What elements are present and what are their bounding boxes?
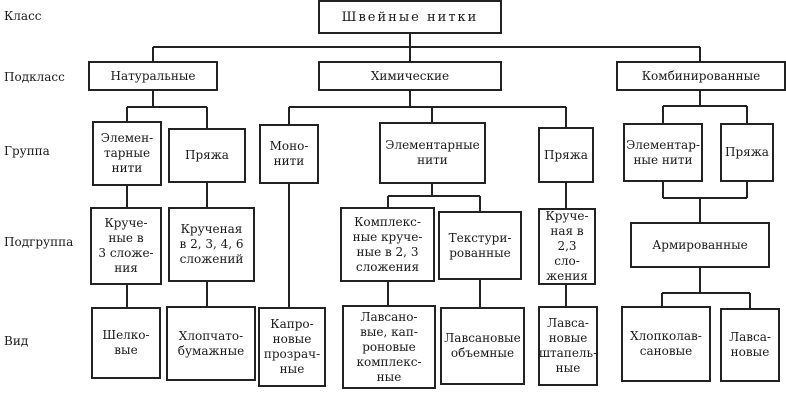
kind-kapron-label: Капро- новые прозрач- ные — [263, 317, 321, 376]
kind-lavsan: Лавса- новые — [720, 308, 780, 382]
subgroup-twisted-3-label: Круче- ные в 3 сложе- ния — [98, 216, 154, 275]
subclass-chemical: Химические — [318, 61, 502, 91]
subclass-chemical-label: Химические — [370, 68, 450, 83]
kind-cotton-lavsan: Хлопколав- сановые — [621, 306, 711, 382]
level-label-subclass: Подкласс — [4, 70, 65, 84]
kind-cotton-lavsan-label: Хлопколав- сановые — [630, 329, 702, 358]
group-combined-elementary-label: Элементар- ные нити — [626, 137, 700, 167]
group-natural-elementary-label: Элемен- тарные нити — [100, 131, 154, 175]
kind-lavsan-kapron: Лавсано- вые, кап- роновые комплекс- ные — [342, 305, 436, 389]
subgroup-twisted-2-3-label: Круче- ная в 2,3 сло- жения — [545, 209, 589, 283]
kind-silk-label: Шелко- вые — [102, 328, 150, 357]
group-natural-elementary: Элемен- тарные нити — [92, 121, 162, 186]
kind-lavsan-staple: Лавса- новые штапель- ные — [538, 306, 598, 386]
subgroup-complex: Комплекс- ные круче- ные в 2, 3 сложения — [340, 207, 435, 282]
group-combined-yarn-label: Пряжа — [725, 145, 769, 159]
level-label-class: Класс — [4, 9, 42, 23]
kind-cotton: Хлопчато- бумажные — [166, 306, 256, 381]
kind-lavsan-volume-label: Лавсановые объемные — [444, 331, 521, 360]
subclass-combined: Комбинированные — [616, 61, 786, 91]
subgroup-reinforced: Армированные — [630, 222, 770, 268]
level-label-kind: Вид — [4, 334, 29, 348]
subgroup-twisted-2-3: Круче- ная в 2,3 сло- жения — [538, 208, 596, 285]
group-combined-elementary: Элементар- ные нити — [623, 123, 703, 182]
level-label-subgroup: Подгруппа — [4, 235, 74, 249]
subgroup-twisted-multi: Крученая в 2, 3, 4, 6 сложений — [168, 207, 255, 282]
level-label-group: Группа — [4, 144, 50, 158]
group-chemical-mono-label: Моно- нити — [269, 139, 309, 168]
kind-kapron: Капро- новые прозрач- ные — [258, 307, 326, 387]
group-combined-yarn: Пряжа — [720, 123, 774, 182]
subgroup-textured-label: Текстури- рованные — [448, 230, 512, 260]
kind-lavsan-staple-label: Лавса- новые штапель- ные — [538, 316, 598, 375]
root-node: Швейные нитки — [318, 0, 502, 34]
group-chemical-elementary: Элементарные нити — [379, 122, 486, 184]
subgroup-reinforced-label: Армированные — [652, 237, 748, 252]
subgroup-twisted-3: Круче- ные в 3 сложе- ния — [90, 207, 162, 285]
group-chemical-yarn-label: Пряжа — [544, 147, 588, 162]
group-chemical-elementary-label: Элементарные нити — [385, 138, 480, 167]
group-natural-yarn-label: Пряжа — [185, 148, 229, 162]
subclass-natural-label: Натуральные — [110, 68, 196, 83]
kind-lavsan-kapron-label: Лавсано- вые, кап- роновые комплекс- ные — [356, 309, 422, 384]
subgroup-twisted-multi-label: Крученая в 2, 3, 4, 6 сложений — [179, 222, 244, 266]
root-label: Швейные нитки — [341, 9, 479, 25]
kind-lavsan-volume: Лавсановые объемные — [440, 307, 525, 385]
subclass-natural: Натуральные — [88, 61, 218, 91]
subclass-combined-label: Комбинированные — [641, 68, 761, 83]
group-chemical-mono: Моно- нити — [259, 124, 319, 184]
kind-cotton-label: Хлопчато- бумажные — [177, 328, 245, 358]
subgroup-complex-label: Комплекс- ные круче- ные в 2, 3 сложения — [352, 214, 423, 274]
group-natural-yarn: Пряжа — [168, 128, 246, 183]
subgroup-textured: Текстури- рованные — [438, 211, 522, 280]
kind-silk: Шелко- вые — [91, 307, 161, 379]
kind-lavsan-label: Лавса- новые — [729, 330, 771, 359]
group-chemical-yarn: Пряжа — [538, 127, 594, 183]
